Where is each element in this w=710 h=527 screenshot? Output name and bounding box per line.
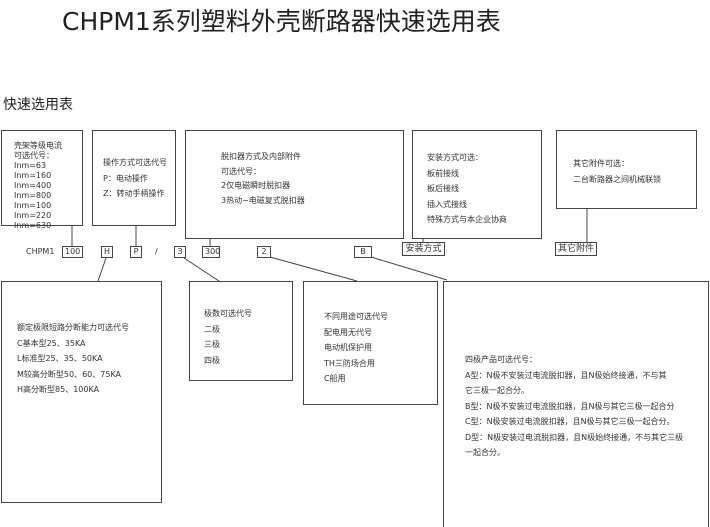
text-line: Inm=800 <box>14 191 52 200</box>
text-line: 插入式接线 <box>427 199 467 209</box>
text-line: 四极 <box>204 355 220 365</box>
accessories-box: 其它附件可选： 二台断路器之间机械联锁 <box>556 130 697 209</box>
code-release: 300 <box>202 246 220 258</box>
text-line: Inm=220 <box>14 211 52 220</box>
usage-box: 不同用途可选代号配电用无代号电动机保护用 TH三防场合用 C船用 <box>303 281 438 405</box>
text-line: H高分断型85、100KA <box>17 385 100 394</box>
text-line: Inm=400 <box>14 181 52 190</box>
model-prefix: CHPM1 <box>26 247 55 256</box>
breaking-capacity-box: 额定极限短路分断能力可选代号 C基本型25、35KA L标准型25、35、50KA M… <box>1 281 162 503</box>
text-line: 可选代号： <box>221 166 261 176</box>
usage-text: 不同用途可选代号配电用无代号电动机保护用 TH三防场合用 C船用 <box>324 309 437 387</box>
release-text: 脱扣器方式及内部附件可选代号： 2仅电磁瞬时脱扣器 3热动−电磁复式脱扣器 <box>221 150 403 208</box>
text-line: 壳架等级电流 <box>14 141 62 150</box>
connector-usage <box>269 256 358 282</box>
four-pole-box: 四极产品可选代号： A型：N极不安装过电流脱扣器，且N极始终接通，不与其它三极一起… <box>443 281 709 527</box>
text-line: 板后接线 <box>427 184 459 193</box>
section-heading: 快速选用表 <box>3 97 73 113</box>
text-line: 不同用途可选代号 <box>324 312 388 321</box>
text-line: 可选代号： <box>14 151 54 160</box>
accessories-label: 其它附件 <box>555 242 597 256</box>
text-line: 极数可选代号 <box>204 309 252 318</box>
text-line: 额定极限短路分断能力可选代号 <box>17 323 129 332</box>
text-line: 操作方式可选代号 <box>103 158 167 167</box>
text-line: TH三防场合用 <box>324 358 375 368</box>
code-operation: P <box>130 246 142 258</box>
code-frame: 100 <box>62 246 83 258</box>
text-line: 二极 <box>204 324 220 334</box>
text-line: 板前接线 <box>427 168 459 178</box>
code-slash: / <box>155 247 158 256</box>
poles-box: 极数可选代号二极三极四极 <box>189 281 293 381</box>
text-line: 电动机保护用 <box>324 343 372 352</box>
connector-breaking <box>97 257 107 282</box>
accessories-text: 其它附件可选： 二台断路器之间机械联锁 <box>573 156 696 187</box>
text-line: 3热动−电磁复式脱扣器 <box>221 195 305 205</box>
code-poles: 3 <box>174 246 186 258</box>
text-line: 其它附件可选： <box>573 159 629 168</box>
text-line: 安装方式可选： <box>427 153 483 162</box>
installation-label: 安装方式 <box>402 242 445 256</box>
release-box: 脱扣器方式及内部附件可选代号： 2仅电磁瞬时脱扣器 3热动−电磁复式脱扣器 <box>185 130 404 239</box>
text-line: L标准型25、35、50KA <box>17 354 103 363</box>
connector-four-pole <box>370 256 448 281</box>
text-line: 一起合分。 <box>465 448 505 457</box>
text-line: C型：N极安装过电流脱扣器，且N极与其它三极一起合分。 <box>465 417 675 426</box>
text-line: M较高分断型50、60、75KA <box>17 369 122 379</box>
connector-poles <box>183 257 220 282</box>
code-four-pole: B <box>354 246 372 258</box>
installation-box: 安装方式可选： 板前接线板后接线插入式接线特殊方式与本企业协商 <box>412 130 542 239</box>
poles-text: 极数可选代号二极三极四极 <box>204 306 292 368</box>
text-line: Inm=63 <box>14 161 47 170</box>
text-line: C船用 <box>324 374 346 383</box>
text-line: Inm=630 <box>14 221 52 230</box>
text-line: 2仅电磁瞬时脱扣器 <box>221 181 291 190</box>
text-line: B型：N极不安装过电流脱扣器，且N极与其它三极一起合分 <box>465 401 675 411</box>
code-usage: 2 <box>257 246 271 258</box>
text-line: 四极产品可选代号： <box>465 355 537 364</box>
text-line: D型：N极安装过电流脱扣器，且N极始终接通，不与其它三极 <box>465 432 684 442</box>
text-line: 配电用无代号 <box>324 327 372 337</box>
code-breaking: H <box>101 246 113 258</box>
operation-text: 操作方式可选代号 P：电动操作 Z：转动手柄操作 <box>103 155 175 202</box>
four-pole-text: 四极产品可选代号： A型：N极不安装过电流脱扣器，且N极始终接通，不与其它三极一起… <box>465 352 708 461</box>
text-line: C基本型25、35KA <box>17 338 86 348</box>
breaking-capacity-text: 额定极限短路分断能力可选代号 C基本型25、35KA L标准型25、35、50KA M… <box>17 320 161 398</box>
text-line: Inm=100 <box>14 201 52 210</box>
page-title: CHPM1系列塑料外壳断路器快速选用表 <box>62 7 501 36</box>
text-line: 它三极一起合分。 <box>465 386 529 395</box>
text-line: 三极 <box>204 340 220 349</box>
installation-text: 安装方式可选： 板前接线板后接线插入式接线特殊方式与本企业协商 <box>427 150 541 228</box>
operation-box: 操作方式可选代号 P：电动操作 Z：转动手柄操作 <box>92 130 176 226</box>
text-line: 脱扣器方式及内部附件 <box>221 152 301 161</box>
text-line: P：电动操作 <box>103 173 148 183</box>
text-line: 二台断路器之间机械联锁 <box>573 174 661 184</box>
text-line: A型：N极不安装过电流脱扣器，且N极始终接通，不与其 <box>465 370 667 380</box>
text-line: 特殊方式与本企业协商 <box>427 215 507 224</box>
text-line: Inm=160 <box>14 171 52 180</box>
text-line: Z：转动手柄操作 <box>103 189 165 198</box>
